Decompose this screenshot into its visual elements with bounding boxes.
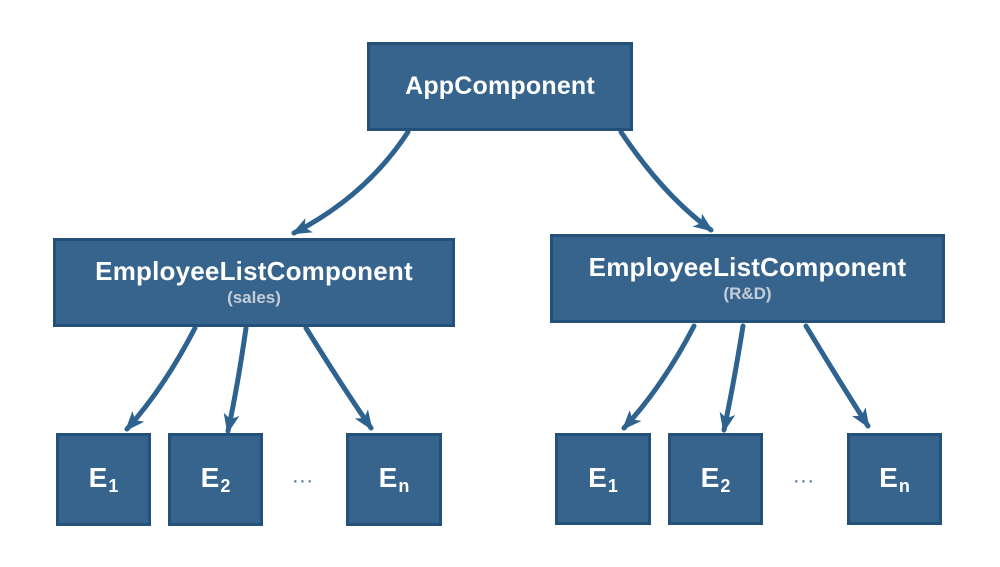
arrow-rnd-to-en	[803, 323, 871, 429]
leaf-subscript: n	[898, 475, 910, 496]
leaf-subscript: 2	[220, 476, 231, 496]
node-subtitle: (R&D)	[723, 283, 772, 303]
ellipsis-sales: ...	[293, 469, 315, 487]
node-subtitle: (sales)	[227, 287, 281, 307]
leaf-sales-en: En	[346, 433, 442, 526]
node-employee-list-rnd: EmployeeListComponent (R&D)	[550, 234, 945, 323]
arrow-sales-to-e1	[124, 325, 198, 432]
leaf-label: E1	[588, 461, 618, 496]
node-employee-list-sales: EmployeeListComponent (sales)	[53, 238, 455, 327]
leaf-label: En	[378, 462, 410, 496]
leaf-subscript: 1	[607, 475, 618, 496]
arrow-rnd-to-e1	[621, 323, 697, 431]
leaf-sales-e2: E2	[168, 433, 263, 526]
node-title: EmployeeListComponent	[95, 255, 413, 286]
leaf-subscript: n	[398, 476, 410, 496]
leaf-subscript: 2	[720, 475, 731, 496]
node-title: EmployeeListComponent	[588, 251, 907, 282]
arrow-root-to-rnd	[618, 129, 714, 233]
arrow-sales-to-e2	[223, 325, 249, 434]
node-label: AppComponent	[405, 72, 595, 101]
leaf-label: E2	[700, 461, 731, 496]
leaf-label: En	[879, 461, 910, 496]
leaf-rnd-en: En	[847, 433, 942, 525]
leaf-sales-e1: E1	[56, 433, 151, 526]
arrow-root-to-sales	[291, 129, 411, 236]
ellipsis-rnd: ...	[794, 469, 816, 487]
leaf-subscript: 1	[108, 476, 119, 496]
leaf-rnd-e2: E2	[668, 433, 763, 525]
leaf-rnd-e1: E1	[555, 433, 651, 525]
leaf-label: E1	[88, 462, 119, 496]
leaf-label: E2	[200, 462, 231, 496]
node-app-component: AppComponent	[367, 42, 633, 131]
arrow-rnd-to-e2	[719, 323, 746, 433]
arrow-sales-to-en	[303, 325, 374, 431]
